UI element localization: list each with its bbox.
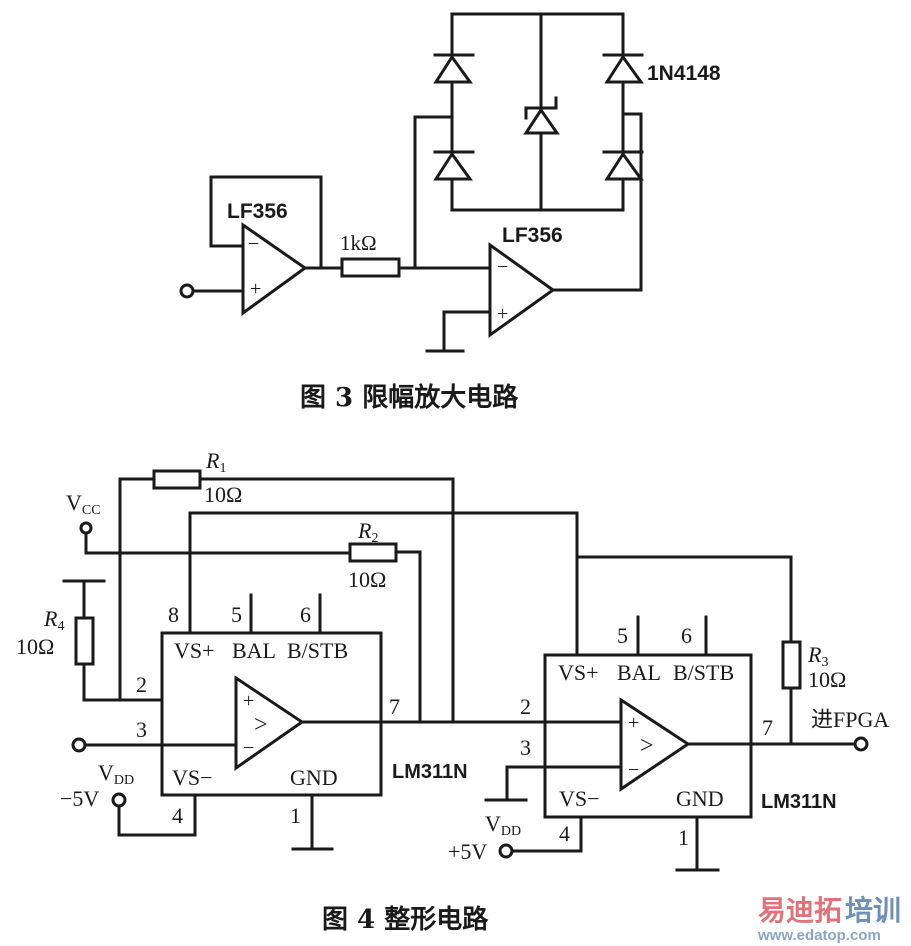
opamp1-triangle [241,222,308,316]
zener-diode-icon [523,96,560,135]
input-terminal [179,283,195,299]
c1-gt: > [254,712,268,738]
r2-value: 10Ω [348,567,386,592]
c2-pin4: 4 [559,821,570,846]
c1-bal-label: BAL [232,638,276,663]
c1-chip-label: LM311N [392,761,468,783]
bridge-input-wire [413,115,454,270]
c1-pin2: 2 [136,672,147,697]
figure4-caption: 图 4 整形电路 [322,904,489,935]
r3-label: R3 [807,642,828,670]
figure3-limiting-amplifier: − + LF356 1kΩ [179,12,721,353]
r3-top-wire [575,555,793,644]
r1-right-wire [198,477,455,724]
c2-vdd-terminal [498,843,514,859]
c1-vs-plus-label: VS+ [174,638,215,663]
c2-bal-label: BAL [617,660,661,685]
diode-icon [433,150,475,181]
c1-gnd-label: GND [290,765,338,790]
resistor-r2 [348,542,398,563]
c1-vdd-value: −5V [60,786,99,811]
c1-bstb-label: B/STB [287,638,348,663]
c1-vdd-terminal [111,792,127,808]
vs-plus-rail [188,511,579,657]
c2-pin1: 1 [678,825,689,850]
diode-bridge-frame [450,12,625,212]
r1-value: 10Ω [204,482,242,507]
watermark: 易迪拓 培训 www.edatop.com [757,894,901,944]
c1-vs-minus-label: VS− [172,765,213,790]
r4-label: R4 [43,606,64,634]
opamp2-label: LF356 [502,224,563,247]
resistor-r1 [152,469,202,490]
fpga-output-label: 进FPGA [811,707,889,732]
diode-icon [602,150,644,181]
figure3-caption: 图 3 限幅放大电路 [300,382,519,413]
c2-pin5: 5 [617,623,628,648]
c2-pin2: 2 [520,694,531,719]
opamp1-label: LF356 [227,200,288,223]
c2-pin7: 7 [762,715,773,740]
c2-gnd-label: GND [676,786,724,811]
c2-vs-minus-label: VS− [559,786,600,811]
c1-vdd-label: VDD [98,760,134,788]
r2-label: R2 [357,518,378,546]
vcc-label: VCC [66,490,101,518]
watermark-title-blue: 培训 [845,894,901,927]
c2-pin6: 6 [681,623,692,648]
c2-chip-label: LM311N [761,791,837,813]
diode-part-label: 1N4148 [647,62,721,85]
c1-plus: + [243,690,254,712]
opamp1-plus: + [250,278,261,300]
c1-pin1: 1 [290,803,301,828]
c1-input-terminal [71,737,87,753]
resistor-r4 [74,616,95,666]
c2-vs-plus-label: VS+ [558,660,599,685]
c1-pin5: 5 [231,602,242,627]
c2-minus: − [628,759,639,781]
opamp2-plus: + [497,303,508,325]
r3-value: 10Ω [808,667,846,692]
r1-label: R1 [205,448,226,476]
opamp1-minus: − [248,233,259,255]
vcc-wire [84,531,352,555]
c2-vdd-value: +5V [448,839,487,864]
opamp2-feedback-wire [551,112,643,292]
c2-bstb-label: B/STB [673,660,734,685]
opamp2-triangle [488,242,556,338]
c2-vdd-label: VDD [485,811,521,839]
resistor-1k [340,257,401,278]
watermark-url: www.edatop.com [757,927,881,944]
fpga-output-terminal [853,736,869,752]
c2-comparator-triangle [619,697,691,792]
c1-comparator-triangle [234,675,305,771]
resistor-1k-label: 1kΩ [340,231,377,255]
c1-minus: − [243,737,254,759]
c2-pin3: 3 [520,735,531,760]
resistor-r3 [781,640,802,690]
c1-pin7: 7 [389,694,400,719]
c2-pin3-ground-wire [505,765,623,802]
r1-left-wire [118,477,156,702]
c1-pin6: 6 [300,602,311,627]
opamp2-minus: − [497,256,508,278]
r2-wire [394,550,422,724]
diode-icon [602,53,644,84]
c1-vdd-wire [117,793,197,837]
r4-value: 10Ω [16,634,54,659]
ground-wire [442,310,492,353]
opamp1-feedback-wire [209,175,323,270]
c2-vdd-wire [510,815,583,853]
c2-gt: > [640,733,654,759]
c1-pin3: 3 [136,717,147,742]
figure4-shaping-circuit: VCC R2 10Ω R1 10Ω R4 10Ω 8 5 6 VS+ BAL B… [16,448,889,872]
c1-pin8: 8 [168,602,179,627]
watermark-title-red: 易迪拓 [758,894,842,927]
c2-plus: + [628,712,639,734]
diode-icon [433,53,475,84]
c1-pin4: 4 [172,803,183,828]
